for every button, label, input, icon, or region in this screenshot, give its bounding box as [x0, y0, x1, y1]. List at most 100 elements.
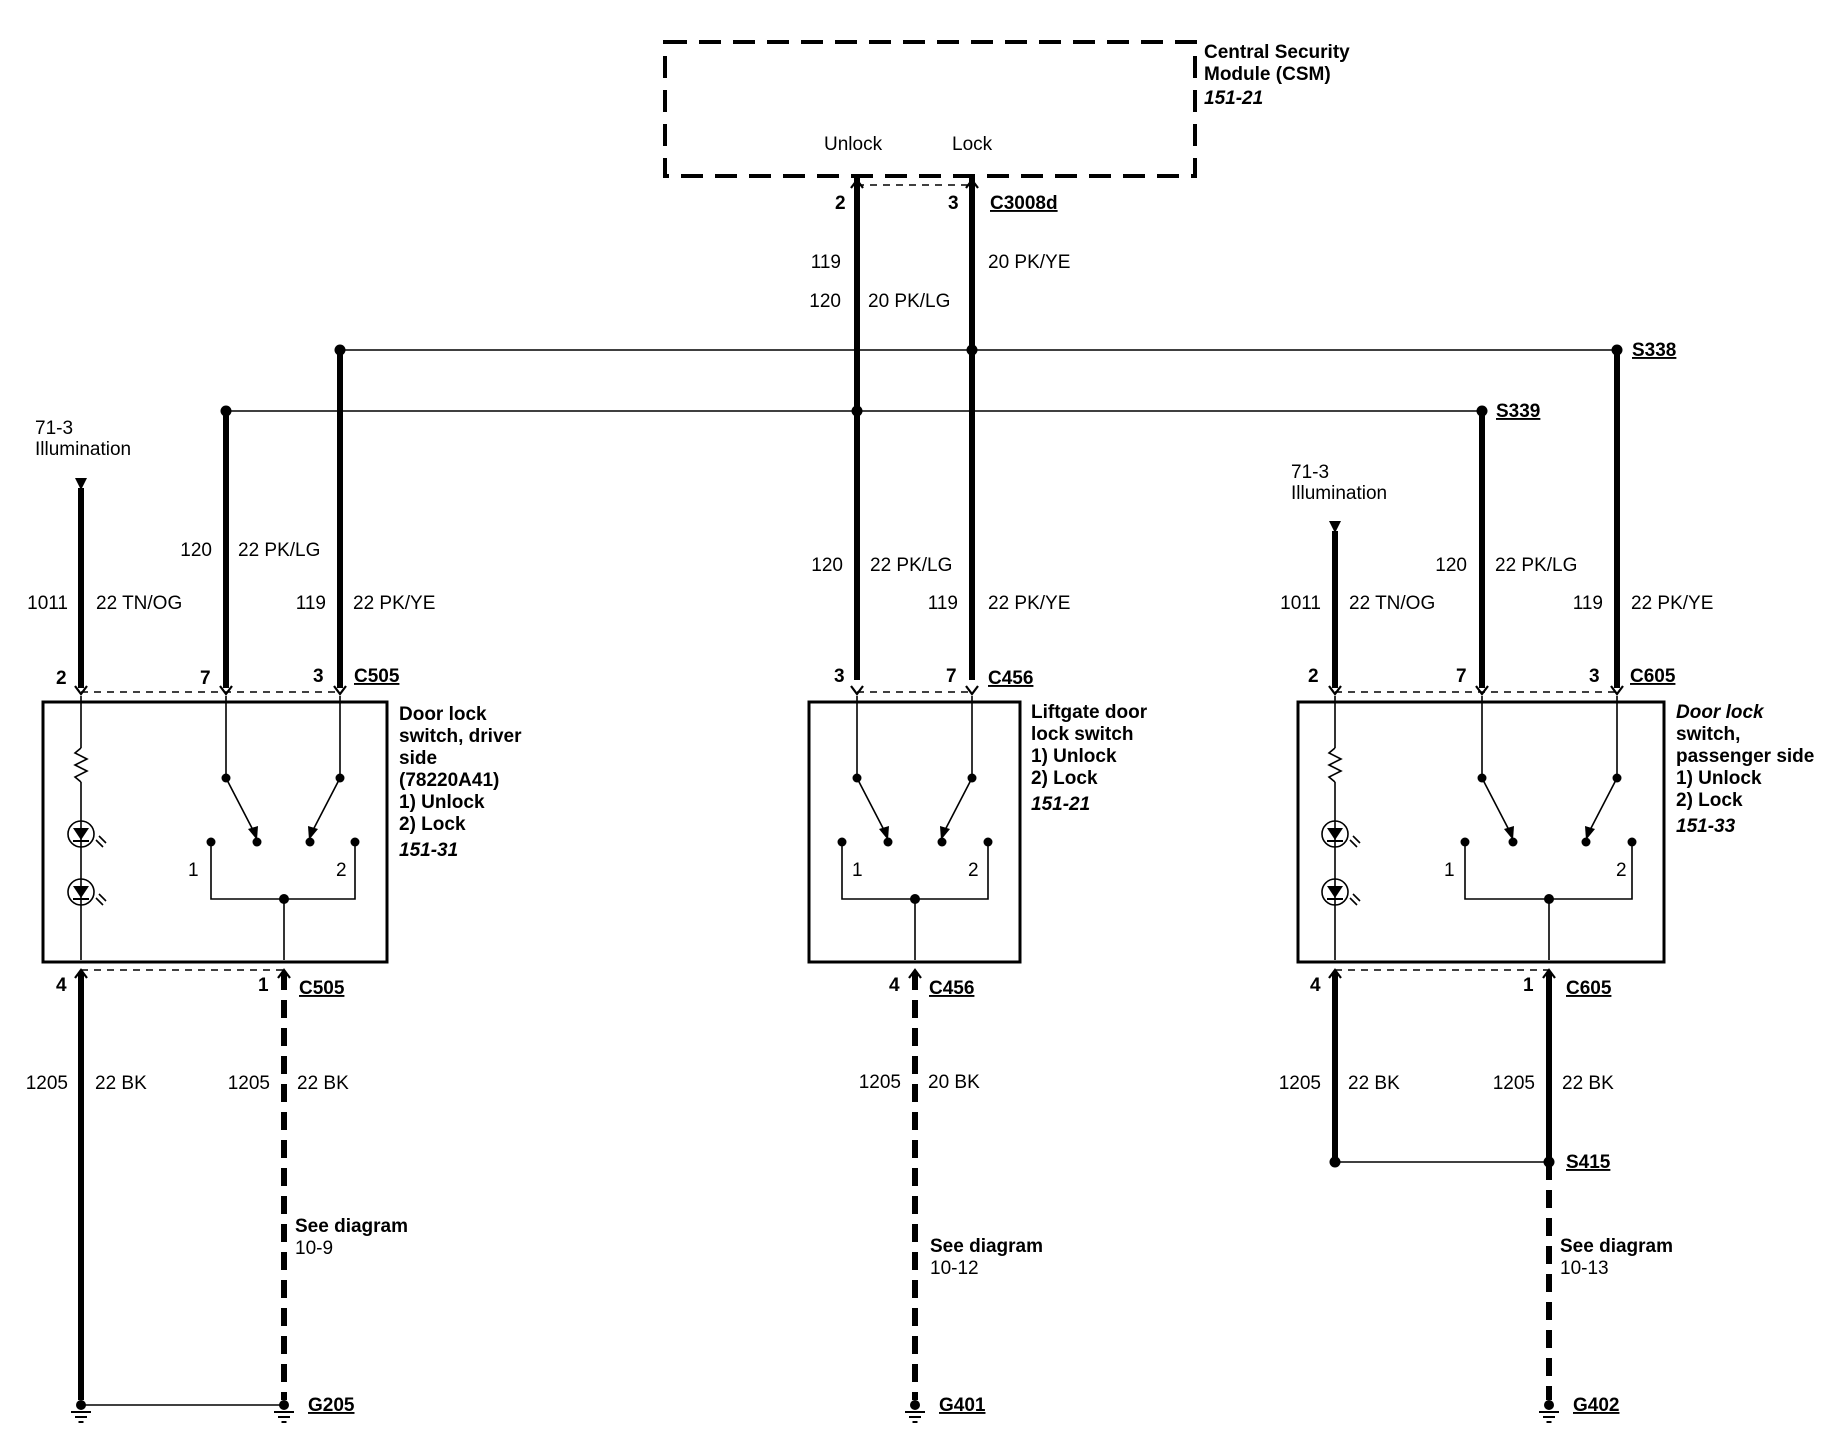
passenger-illum-circuit: 1011 [1280, 593, 1321, 614]
liftgate-unlock-spec: 22 PK/LG [870, 555, 952, 576]
driver-pin-gnd-b: 1 [258, 975, 269, 996]
driver-item-lock: 2) Lock [399, 814, 466, 835]
csm-title-line1: Central Security [1204, 42, 1350, 63]
splice-s415-label: S415 [1566, 1152, 1611, 1173]
liftgate-unlock-circuit: 120 [811, 555, 843, 576]
csm-trunk-wires: 119 20 PK/YE 120 20 PK/LG [809, 178, 1070, 680]
csm-pin-unlock: 2 [835, 193, 846, 214]
csm-reference: 151-21 [1204, 88, 1263, 109]
trunk-lock-circuit: 119 [811, 252, 841, 273]
liftgate-gnd-spec: 20 BK [928, 1072, 980, 1093]
passenger-ground-label: G402 [1573, 1395, 1619, 1416]
driver-item-unlock: 1) Unlock [399, 792, 485, 813]
passenger-illum-spec: 22 TN/OG [1349, 593, 1435, 614]
passenger-switch-contacts [1460, 696, 1637, 960]
trunk-unlock-spec: 20 PK/LG [868, 291, 950, 312]
driver-switch-box [41, 700, 389, 964]
driver-connector-top: C505 [354, 666, 400, 687]
liftgate-ground-icon [904, 1399, 926, 1423]
trunk-unlock-circuit: 120 [809, 291, 841, 312]
driver-illum-circuit: 1011 [27, 593, 68, 614]
passenger-lamp-1-icon [1321, 820, 1361, 848]
driver-title-2: switch, driver [399, 726, 522, 747]
liftgate-contact-2: 2 [968, 860, 979, 881]
driver-gnd-a-spec: 22 BK [95, 1073, 147, 1094]
liftgate-door-lock-switch: 120 22 PK/LG 119 22 PK/YE 3 7 C456 [807, 555, 1148, 1423]
liftgate-lock-circuit: 119 [928, 593, 958, 614]
passenger-illum-label-1: 71-3 [1291, 462, 1329, 483]
passenger-pin-unlock: 7 [1456, 666, 1467, 687]
passenger-pin-lock: 3 [1589, 666, 1600, 687]
passenger-gnd-b-circuit: 1205 [1493, 1073, 1535, 1094]
splice-s339-label: S339 [1496, 401, 1540, 422]
driver-ground-b-icon [273, 1399, 295, 1423]
liftgate-ground-label: G401 [939, 1395, 986, 1416]
passenger-gnd-a-circuit: 1205 [1279, 1073, 1321, 1094]
driver-part-number: (78220A41) [399, 770, 499, 791]
driver-unlock-circuit: 120 [180, 540, 212, 561]
liftgate-pin-lock: 7 [946, 666, 957, 687]
passenger-see-diagram: See diagram [1560, 1236, 1673, 1257]
liftgate-lock-spec: 22 PK/YE [988, 593, 1070, 614]
liftgate-title-1: Liftgate door [1031, 702, 1148, 723]
trunk-lock-spec: 20 PK/YE [988, 252, 1070, 273]
csm-connector: C3008d [990, 193, 1058, 214]
driver-title-1: Door lock [399, 704, 487, 725]
passenger-connector-top: C605 [1630, 666, 1676, 687]
liftgate-reference: 151-21 [1031, 794, 1090, 815]
unlock-bus-node-trunk [851, 405, 863, 417]
driver-resistor-icon [73, 747, 89, 783]
driver-illum-label-2: Illumination [35, 439, 131, 460]
csm-module: Central Security Module (CSM) 151-21 Unl… [663, 40, 1350, 214]
passenger-unlock-spec: 22 PK/LG [1495, 555, 1577, 576]
driver-pin-gnd-a: 4 [56, 975, 67, 996]
driver-ground-a-icon [70, 1399, 92, 1423]
passenger-gnd-b-spec: 22 BK [1562, 1073, 1614, 1094]
passenger-item-lock: 2) Lock [1676, 790, 1743, 811]
driver-connector-bottom: C505 [299, 978, 345, 999]
passenger-illum-label-2: Illumination [1291, 483, 1387, 504]
liftgate-contact-1: 1 [852, 860, 863, 881]
passenger-s415-node-a [1329, 1156, 1341, 1168]
driver-illum-spec: 22 TN/OG [96, 593, 182, 614]
driver-pin-lock: 3 [313, 666, 324, 687]
csm-lock-label: Lock [952, 134, 993, 155]
passenger-pin-gnd-b: 1 [1523, 975, 1534, 996]
driver-pin-illum: 2 [56, 668, 67, 689]
driver-lamp-2-icon [67, 878, 107, 906]
driver-see-diagram: See diagram [295, 1216, 408, 1237]
driver-ground-label: G205 [308, 1395, 355, 1416]
csm-title-line2: Module (CSM) [1204, 64, 1331, 85]
passenger-gnd-a-spec: 22 BK [1348, 1073, 1400, 1094]
liftgate-pin-unlock: 3 [834, 666, 845, 687]
passenger-contact-1: 1 [1444, 860, 1455, 881]
liftgate-connector-bottom: C456 [929, 978, 974, 999]
passenger-door-lock-switch: 71-3 Illumination 120 22 PK/LG 1011 22 T… [1279, 350, 1814, 1423]
driver-lock-spec: 22 PK/YE [353, 593, 435, 614]
passenger-unlock-circuit: 120 [1435, 555, 1467, 576]
passenger-connector-bottom: C605 [1566, 978, 1612, 999]
driver-door-lock-switch: 71-3 Illumination 120 22 PK/LG 1011 22 T… [26, 350, 522, 1423]
liftgate-item-lock: 2) Lock [1031, 768, 1098, 789]
driver-lock-circuit: 119 [296, 593, 326, 614]
lock-bus-node-trunk [966, 344, 978, 356]
liftgate-switch-box [807, 700, 1022, 964]
liftgate-switch-contacts [837, 696, 993, 960]
liftgate-pin-gnd: 4 [889, 975, 900, 996]
driver-reference: 151-31 [399, 840, 458, 861]
driver-unlock-spec: 22 PK/LG [238, 540, 320, 561]
csm-outline [663, 40, 1197, 178]
passenger-lamp-2-icon [1321, 878, 1361, 906]
splice-s338-label: S338 [1632, 340, 1676, 361]
driver-contact-2: 2 [336, 860, 347, 881]
passenger-contact-2: 2 [1616, 860, 1627, 881]
passenger-title-1: Door lock [1676, 702, 1765, 723]
liftgate-item-unlock: 1) Unlock [1031, 746, 1117, 767]
driver-switch-contacts [206, 696, 360, 960]
liftgate-connector-top: C456 [988, 668, 1033, 689]
driver-contact-1: 1 [188, 860, 199, 881]
driver-pin-unlock: 7 [200, 668, 211, 689]
passenger-pin-illum: 2 [1308, 666, 1319, 687]
splice-buses: S338 S339 [220, 340, 1676, 422]
